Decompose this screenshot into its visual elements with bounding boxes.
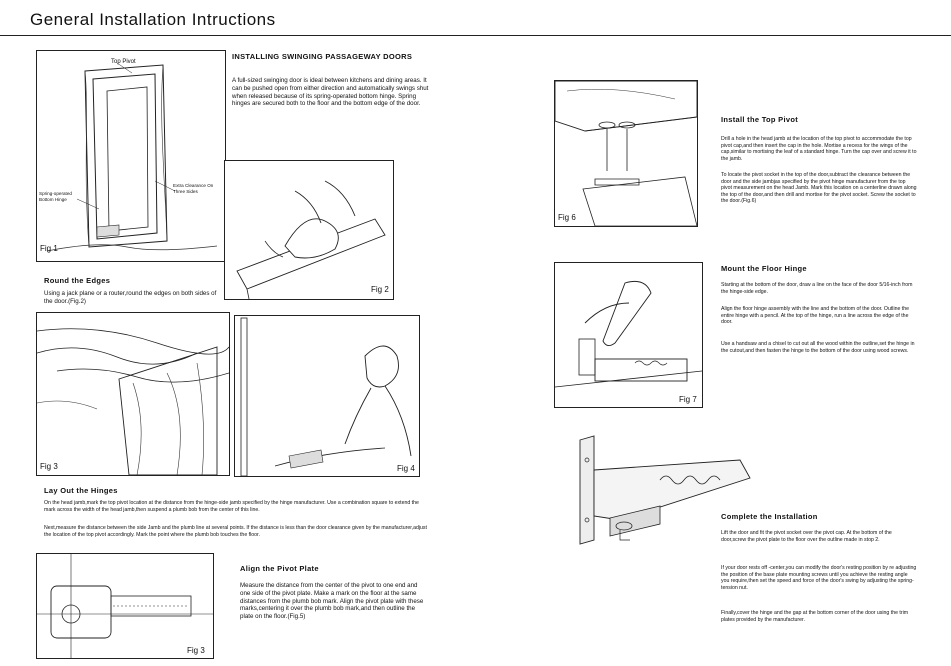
title-rule <box>0 35 951 36</box>
spring-hinge-label: Spring-operated Bottom Hinge <box>39 191 72 202</box>
pivot-plate-heading: Align the Pivot Plate <box>240 564 319 573</box>
floor-hinge-p1: Starting at the bottom of the door, draw… <box>721 282 913 295</box>
figure-7: Fig 7 <box>554 262 703 408</box>
pivot-plate-illustration <box>37 554 213 658</box>
complete-p3: Finally,cover the hinge and the gap at t… <box>721 610 909 623</box>
intro-heading: INSTALLING SWINGING PASSAGEWAY DOORS <box>232 52 413 61</box>
head-jamb-illustration <box>37 328 229 475</box>
top-pivot-label: Top Pivot <box>111 59 136 65</box>
floor-hinge-p3: Use a handsaw and a chisel to cut out al… <box>721 341 915 354</box>
fig6-label: Fig 6 <box>558 213 576 222</box>
round-edges-text: Using a jack plane or a router,round the… <box>44 290 217 305</box>
fig4-label: Fig 4 <box>397 464 415 473</box>
figure-3: Fig 3 <box>36 312 230 476</box>
floor-hinge-p2: Align the floor hinge assembly with the … <box>721 306 910 326</box>
fig1-label: Fig 1 <box>40 244 58 253</box>
complete-heading: Complete the Installation <box>721 512 818 521</box>
hinge-layout-illustration <box>240 317 412 476</box>
pivot-plate-text: Measure the distance from the center of … <box>240 582 424 621</box>
figure-6: Fig 6 <box>554 80 698 227</box>
top-pivot-illustration <box>555 81 697 226</box>
router-illustration <box>236 180 386 299</box>
figure-5: Fig 3 <box>36 553 214 659</box>
figure-1: Top Pivot Spring-operated Bottom Hinge E… <box>36 50 226 262</box>
intro-text: A full-sized swinging door is ideal betw… <box>232 77 429 108</box>
layout-hinges-p2: Next,measure the distance between the si… <box>44 525 427 538</box>
fig3-label: Fig 3 <box>40 462 58 471</box>
layout-hinges-p1: On the head jamb,mark the top pivot loca… <box>44 500 419 513</box>
hinge-assembly-icon <box>579 435 751 545</box>
top-pivot-heading: Install the Top Pivot <box>721 115 798 124</box>
round-edges-heading: Round the Edges <box>44 276 111 285</box>
top-pivot-p2: To locate the pivot socket in the top of… <box>721 172 917 205</box>
fig5-label: Fig 3 <box>187 646 205 655</box>
figure-4: Fig 4 <box>234 315 420 477</box>
complete-p1: Lift the door and fit the pivot socket o… <box>721 530 892 543</box>
complete-p2: If your door rests off -center,you can m… <box>721 565 917 591</box>
hinge-assembly-drawing <box>560 430 760 570</box>
top-pivot-p1: Drill a hole in the head jamb at the loc… <box>721 136 917 162</box>
door-frame-illustration <box>46 62 218 252</box>
layout-hinges-heading: Lay Out the Hinges <box>44 486 118 495</box>
fig7-label: Fig 7 <box>679 395 697 404</box>
figure-2: Fig 2 <box>224 160 394 300</box>
page-title: General Installation Intructions <box>30 10 276 29</box>
clearance-label: Extra Clearance On Three Sides <box>173 183 214 194</box>
floor-hinge-heading: Mount the Floor Hinge <box>721 264 807 273</box>
fig2-label: Fig 2 <box>371 285 389 294</box>
floor-hinge-illustration <box>555 280 702 388</box>
